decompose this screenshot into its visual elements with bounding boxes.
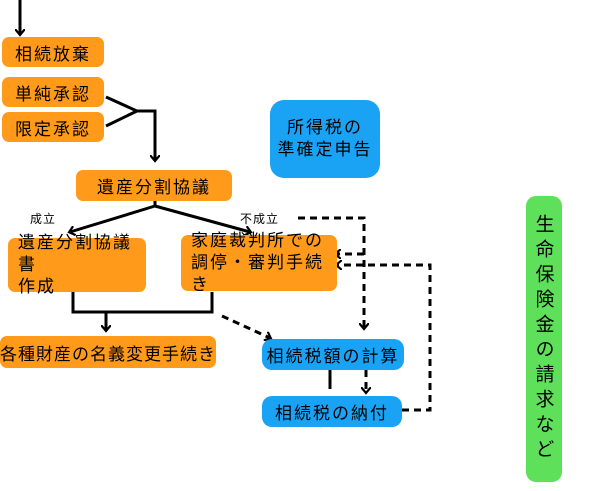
- souzoku-houki-label: 相続放棄: [15, 44, 91, 65]
- isan-sho-line2: 作成: [18, 277, 56, 297]
- seimei-hoken-label: 生命保険金の請求など: [532, 214, 555, 464]
- join-connector: [71, 292, 214, 314]
- merge-to-bunkatsu-arrow: [137, 109, 155, 160]
- zei-nofu-label: 相続税の納付: [275, 404, 389, 424]
- shotokuzei-box: 所得税の 準確定申告: [270, 100, 380, 178]
- seimei-hoken-box: 生命保険金の請求など: [526, 196, 562, 482]
- katei-to-keisan-dashed: [221, 314, 270, 338]
- isan-bunkatsu-box: 遺産分割協議: [76, 170, 232, 201]
- gentei-shounin-box: 限定承認: [2, 112, 104, 142]
- split-right-arrow: [154, 204, 250, 232]
- tanjun-shounin-label: 単純承認: [15, 84, 91, 105]
- meigi-henkou-label: 各種財産の名義変更手続き: [0, 344, 216, 365]
- loop-dashed: [337, 265, 432, 412]
- zeigaku-keisan-label: 相続税額の計算: [266, 347, 400, 367]
- katei-saibansho-box: 家庭裁判所での 調停・審判手続き: [181, 231, 337, 295]
- fuseiritsu-dashed: [298, 216, 364, 328]
- shotokuzei-line2: 準確定申告: [277, 140, 373, 160]
- katei-line2: 調停・審判手続き: [191, 253, 324, 295]
- souzoku-houki-box: 相続放棄: [2, 37, 104, 67]
- meigi-henkou-box: 各種財産の名義変更手続き: [0, 336, 216, 368]
- fuseiritsu-label: 不成立: [240, 212, 280, 226]
- zei-nofu-box: 相続税の納付: [262, 396, 402, 427]
- zeigaku-keisan-box: 相続税額の計算: [262, 339, 404, 370]
- seiritsu-label: 成立: [30, 212, 57, 226]
- isan-sho-line1: 遺産分割協議書: [18, 233, 132, 275]
- isan-bunkatsu-label: 遺産分割協議: [97, 178, 211, 198]
- tanjun-shounin-box: 単純承認: [2, 77, 104, 107]
- merge-connector: [105, 95, 141, 128]
- shotokuzei-line1: 所得税の: [287, 118, 363, 138]
- gentei-shounin-label: 限定承認: [15, 119, 91, 140]
- split-left-arrow: [70, 204, 156, 232]
- isan-sho-box: 遺産分割協議書 作成: [8, 233, 146, 297]
- katei-line1: 家庭裁判所での: [191, 231, 324, 251]
